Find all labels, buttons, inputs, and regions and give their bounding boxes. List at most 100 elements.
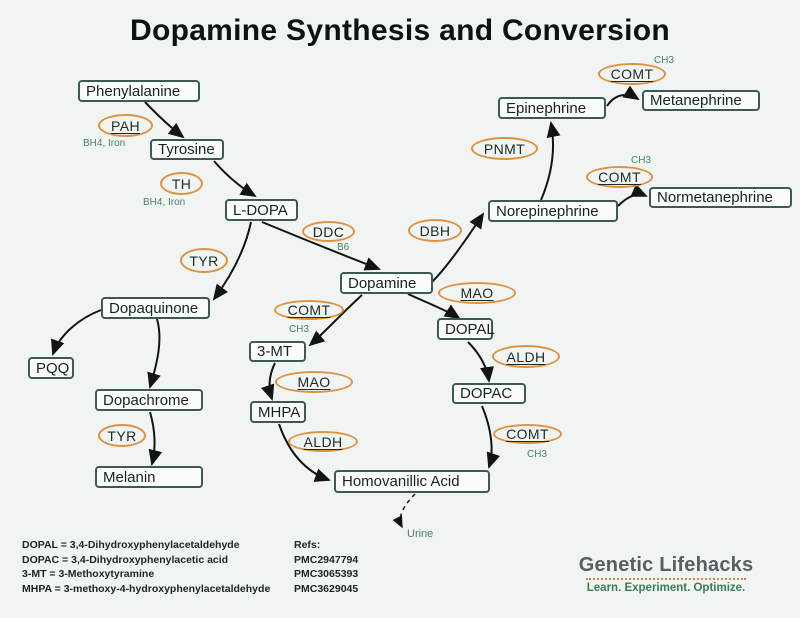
arrow-dopaquinone-dopachrome xyxy=(147,318,161,389)
enzyme-pnmt-label: PNMT xyxy=(483,140,526,157)
enzyme-aldh-left-label: ALDH xyxy=(303,433,343,450)
node-norepinephrine-label: Norepinephrine xyxy=(496,202,599,220)
arrow-ldopa-dopamine xyxy=(261,221,381,271)
enzyme-dbh-label: DBH xyxy=(419,222,451,239)
enzyme-th: TH xyxy=(160,172,203,195)
node-homovanillic-acid: Homovanillic Acid xyxy=(334,470,490,493)
enzyme-aldh-right-label: ALDH xyxy=(506,348,546,365)
legend-line-3mt: 3-MT = 3-Methoxytyramine xyxy=(22,568,155,580)
node-melanin-label: Melanin xyxy=(103,468,156,486)
page-title: Dopamine Synthesis and Conversion xyxy=(129,14,670,47)
node-metanephrine-label: Metanephrine xyxy=(650,92,742,109)
enzyme-tyr-lower: TYR xyxy=(98,424,146,447)
enzyme-tyr-lower-label: TYR xyxy=(107,427,137,444)
node-homovanillic-acid-label: Homovanillic Acid xyxy=(342,473,460,490)
logo-tagline: Learn. Experiment. Optimize. xyxy=(586,582,746,594)
enzyme-ddc-label: DDC xyxy=(312,223,345,240)
node-metanephrine: Metanephrine xyxy=(642,90,760,111)
node-dopamine-label: Dopamine xyxy=(348,274,417,292)
arrow-epinephrine-metanephrine xyxy=(606,85,640,107)
node-dopachrome-label: Dopachrome xyxy=(103,391,189,409)
node-dopaquinone-label: Dopaquinone xyxy=(109,299,199,317)
cofactor-ch3-bottom-right: CH3 xyxy=(527,449,548,460)
node-dopac: DOPAC xyxy=(452,383,526,404)
node-3mt-label: 3-MT xyxy=(257,343,292,360)
node-dopal-label: DOPAL xyxy=(445,320,495,338)
arrow-dopamine-dopal xyxy=(407,293,461,320)
enzyme-ddc: DDC xyxy=(302,221,355,242)
enzyme-mao-left: MAO xyxy=(275,371,353,393)
node-norepinephrine: Norepinephrine xyxy=(488,200,618,222)
enzyme-comt-mid-label: COMT xyxy=(598,169,641,185)
enzyme-tyr-upper: TYR xyxy=(180,248,228,273)
enzyme-aldh-right: ALDH xyxy=(492,345,560,368)
node-dopamine: Dopamine xyxy=(340,272,433,294)
node-dopaquinone: Dopaquinone xyxy=(101,297,210,319)
ref-item: PMC3629045 xyxy=(294,582,359,595)
enzyme-dbh: DBH xyxy=(408,219,462,242)
arrow-dopamine-3mt xyxy=(308,294,363,347)
enzyme-comt-mid: COMT xyxy=(586,166,653,188)
arrow-dopac-homovanillic xyxy=(481,405,501,469)
node-dopal: DOPAL xyxy=(437,318,495,340)
arrow-3mt-mhpa xyxy=(260,362,276,401)
ref-item: PMC2947794 xyxy=(294,553,359,566)
enzyme-mao-right-label: MAO xyxy=(460,285,494,301)
references: Refs: PMC2947794 PMC3065393 PMC3629045 xyxy=(294,538,358,596)
cofactor-b6: B6 xyxy=(337,242,350,253)
arrow-norepinephrine-epinephrine xyxy=(540,121,561,201)
cofactor-ch3-top: CH3 xyxy=(654,55,675,66)
arrow-homovanillic-urine xyxy=(392,493,416,529)
arrow-ldopa-dopaquinone xyxy=(212,221,252,301)
node-phenylalanine: Phenylalanine xyxy=(78,80,200,102)
enzyme-tyr-upper-label: TYR xyxy=(189,252,219,269)
node-tyrosine: Tyrosine xyxy=(150,139,224,160)
node-epinephrine: Epinephrine xyxy=(498,97,606,119)
arrow-tyrosine-ldopa xyxy=(213,160,257,198)
cofactor-bh4-iron-th: BH4, Iron xyxy=(143,197,186,208)
arrow-norepinephrine-normetanephrine xyxy=(617,183,648,207)
node-pqq-label: PQQ xyxy=(36,359,70,377)
arrow-dopamine-norepinephrine xyxy=(431,212,485,283)
node-ldopa: L-DOPA xyxy=(225,199,298,221)
node-normetanephrine-label: Normetanephrine xyxy=(657,189,773,206)
legend-line-dopac: DOPAC = 3,4-Dihydroxyphenylacetic acid xyxy=(22,553,229,566)
node-dopac-label: DOPAC xyxy=(460,385,513,402)
enzyme-th-label: TH xyxy=(171,175,192,192)
arrow-dopachrome-melanin xyxy=(148,411,163,466)
cofactor-ch3-center: CH3 xyxy=(289,324,310,335)
node-tyrosine-label: Tyrosine xyxy=(158,141,215,158)
refs-heading: Refs: xyxy=(294,539,321,551)
arrow-dopal-dopac xyxy=(467,341,494,383)
enzyme-comt-top-label: COMT xyxy=(610,66,654,82)
urine-label: Urine xyxy=(407,528,434,540)
enzyme-mao-right: MAO xyxy=(438,282,516,304)
enzyme-comt-center-label: COMT xyxy=(287,302,331,318)
node-melanin: Melanin xyxy=(95,466,203,488)
genetic-lifehacks-logo: Genetic Lifehacks Learn. Experiment. Opt… xyxy=(578,554,754,594)
arrow-phenylalanine-tyrosine xyxy=(144,101,185,139)
enzyme-comt-center: COMT xyxy=(274,300,344,320)
arrow-dopaquinone-pqq xyxy=(51,309,102,356)
node-phenylalanine-label: Phenylalanine xyxy=(86,82,181,100)
cofactor-bh4-iron-pah: BH4, Iron xyxy=(83,138,126,149)
enzyme-pah: PAH xyxy=(98,114,153,137)
node-3mt: 3-MT xyxy=(249,341,306,362)
enzyme-comt-bottom-right: COMT xyxy=(493,424,562,444)
node-dopachrome: Dopachrome xyxy=(95,389,203,411)
node-ldopa-label: L-DOPA xyxy=(233,201,288,219)
ref-item: PMC3065393 xyxy=(294,568,359,580)
node-mhpa-label: MHPA xyxy=(258,403,301,421)
node-normetanephrine: Normetanephrine xyxy=(649,187,792,208)
enzyme-pnmt: PNMT xyxy=(471,137,538,160)
node-epinephrine-label: Epinephrine xyxy=(506,99,587,117)
arrow-mhpa-homovanillic xyxy=(278,423,331,482)
logo-dotted-divider xyxy=(586,578,746,580)
enzyme-mao-left-label: MAO xyxy=(297,374,331,390)
legend-line-dopal: DOPAL = 3,4-Dihydroxyphenylacetaldehyde xyxy=(22,539,240,551)
enzyme-comt-bottom-right-label: COMT xyxy=(506,426,549,442)
logo-name: Genetic Lifehacks xyxy=(578,554,754,576)
node-mhpa: MHPA xyxy=(250,401,306,423)
